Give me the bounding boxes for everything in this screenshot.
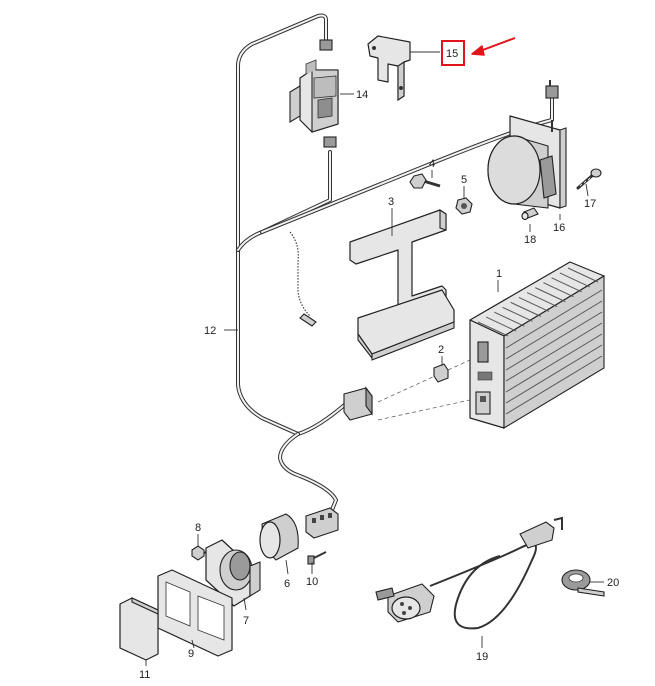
heatsink-fin: [518, 297, 550, 312]
heatsink-fin: [505, 333, 603, 393]
highlight-marker: [441, 37, 516, 66]
heatsink-fin: [535, 287, 566, 303]
callout-2: 2: [438, 344, 444, 356]
callout-11: 11: [139, 669, 150, 681]
heatsink-fin: [505, 289, 603, 349]
heatsink-fin: [505, 344, 603, 404]
heatsink-fin: [477, 321, 509, 337]
control-unit: [469, 261, 605, 429]
callout-19: 19: [476, 651, 488, 663]
heatsink-fin: [551, 277, 582, 293]
self-tapping-screw: [576, 168, 602, 190]
callout-3: 3: [388, 196, 394, 208]
charging-cable: [375, 516, 563, 630]
callout-20: 20: [607, 577, 619, 589]
heatsink-fin: [510, 301, 541, 317]
cover-cap: [119, 597, 159, 661]
heatsink-fin: [505, 322, 603, 382]
highlight-box: [441, 40, 465, 66]
callout-18: 18: [524, 234, 536, 246]
heatsink-fin: [505, 355, 603, 415]
connector-housing: [433, 363, 449, 383]
contact-pin: [307, 551, 327, 565]
heatsink-fin: [526, 292, 558, 307]
callout-17: 17: [584, 198, 596, 210]
circuit-breaker: [289, 59, 339, 133]
hex-nut: [455, 197, 473, 215]
callout-5: 5: [461, 174, 467, 186]
double-frame: [157, 569, 233, 657]
adhesive-tape-roll: [561, 569, 605, 597]
callout-10: 10: [306, 576, 318, 588]
callout-15: 15: [446, 48, 458, 60]
leader-lines: [145, 51, 604, 666]
callout-14: 14: [356, 89, 368, 101]
callout-12: 12: [204, 325, 216, 337]
heatsink-fin: [505, 300, 603, 360]
callout-4: 4: [429, 158, 435, 170]
heatsink-fin: [567, 267, 599, 283]
heatsink-fin: [559, 272, 591, 288]
callout-16: 16: [553, 222, 565, 234]
wiring-harness: [236, 13, 559, 539]
callout-9: 9: [188, 648, 194, 660]
plug-pin: [521, 207, 539, 221]
power-socket: [205, 539, 261, 607]
heatsink-fin: [502, 306, 533, 322]
callout-8: 8: [195, 522, 201, 534]
heatsink-fin: [485, 316, 517, 332]
callout-7: 7: [243, 615, 249, 627]
mounting-bracket: [367, 35, 411, 102]
siren-speaker: [487, 115, 567, 209]
heatsink-fin: [494, 311, 525, 327]
hex-bolt: [409, 173, 441, 189]
heatsink-fin: [543, 282, 574, 298]
mounting-plate: [349, 208, 455, 361]
callout-6: 6: [284, 578, 290, 590]
callout-1: 1: [496, 268, 502, 280]
heatsink-fin: [505, 311, 603, 371]
socket-housing: [259, 513, 299, 561]
callout-labels: 1 2 3 4 5 6 7 8 9 10 11 12 14 15 16 17 1…: [139, 48, 619, 681]
